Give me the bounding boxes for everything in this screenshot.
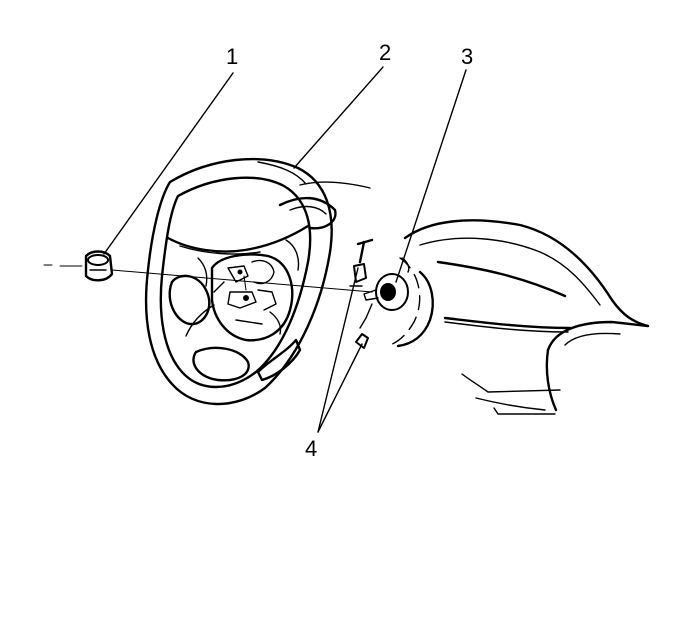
callout-3: 3 [461,44,474,69]
callout-2: 2 [379,40,392,65]
steering-wheel [144,157,333,406]
callout-1: 1 [226,44,239,69]
fastener-parts [349,238,374,349]
instrument-panel [278,181,650,415]
steering-wheel-nut [43,250,373,293]
steering-column [359,257,434,348]
leader-lines [103,66,467,433]
column-recess [385,257,421,347]
callout-4: 4 [305,436,318,461]
